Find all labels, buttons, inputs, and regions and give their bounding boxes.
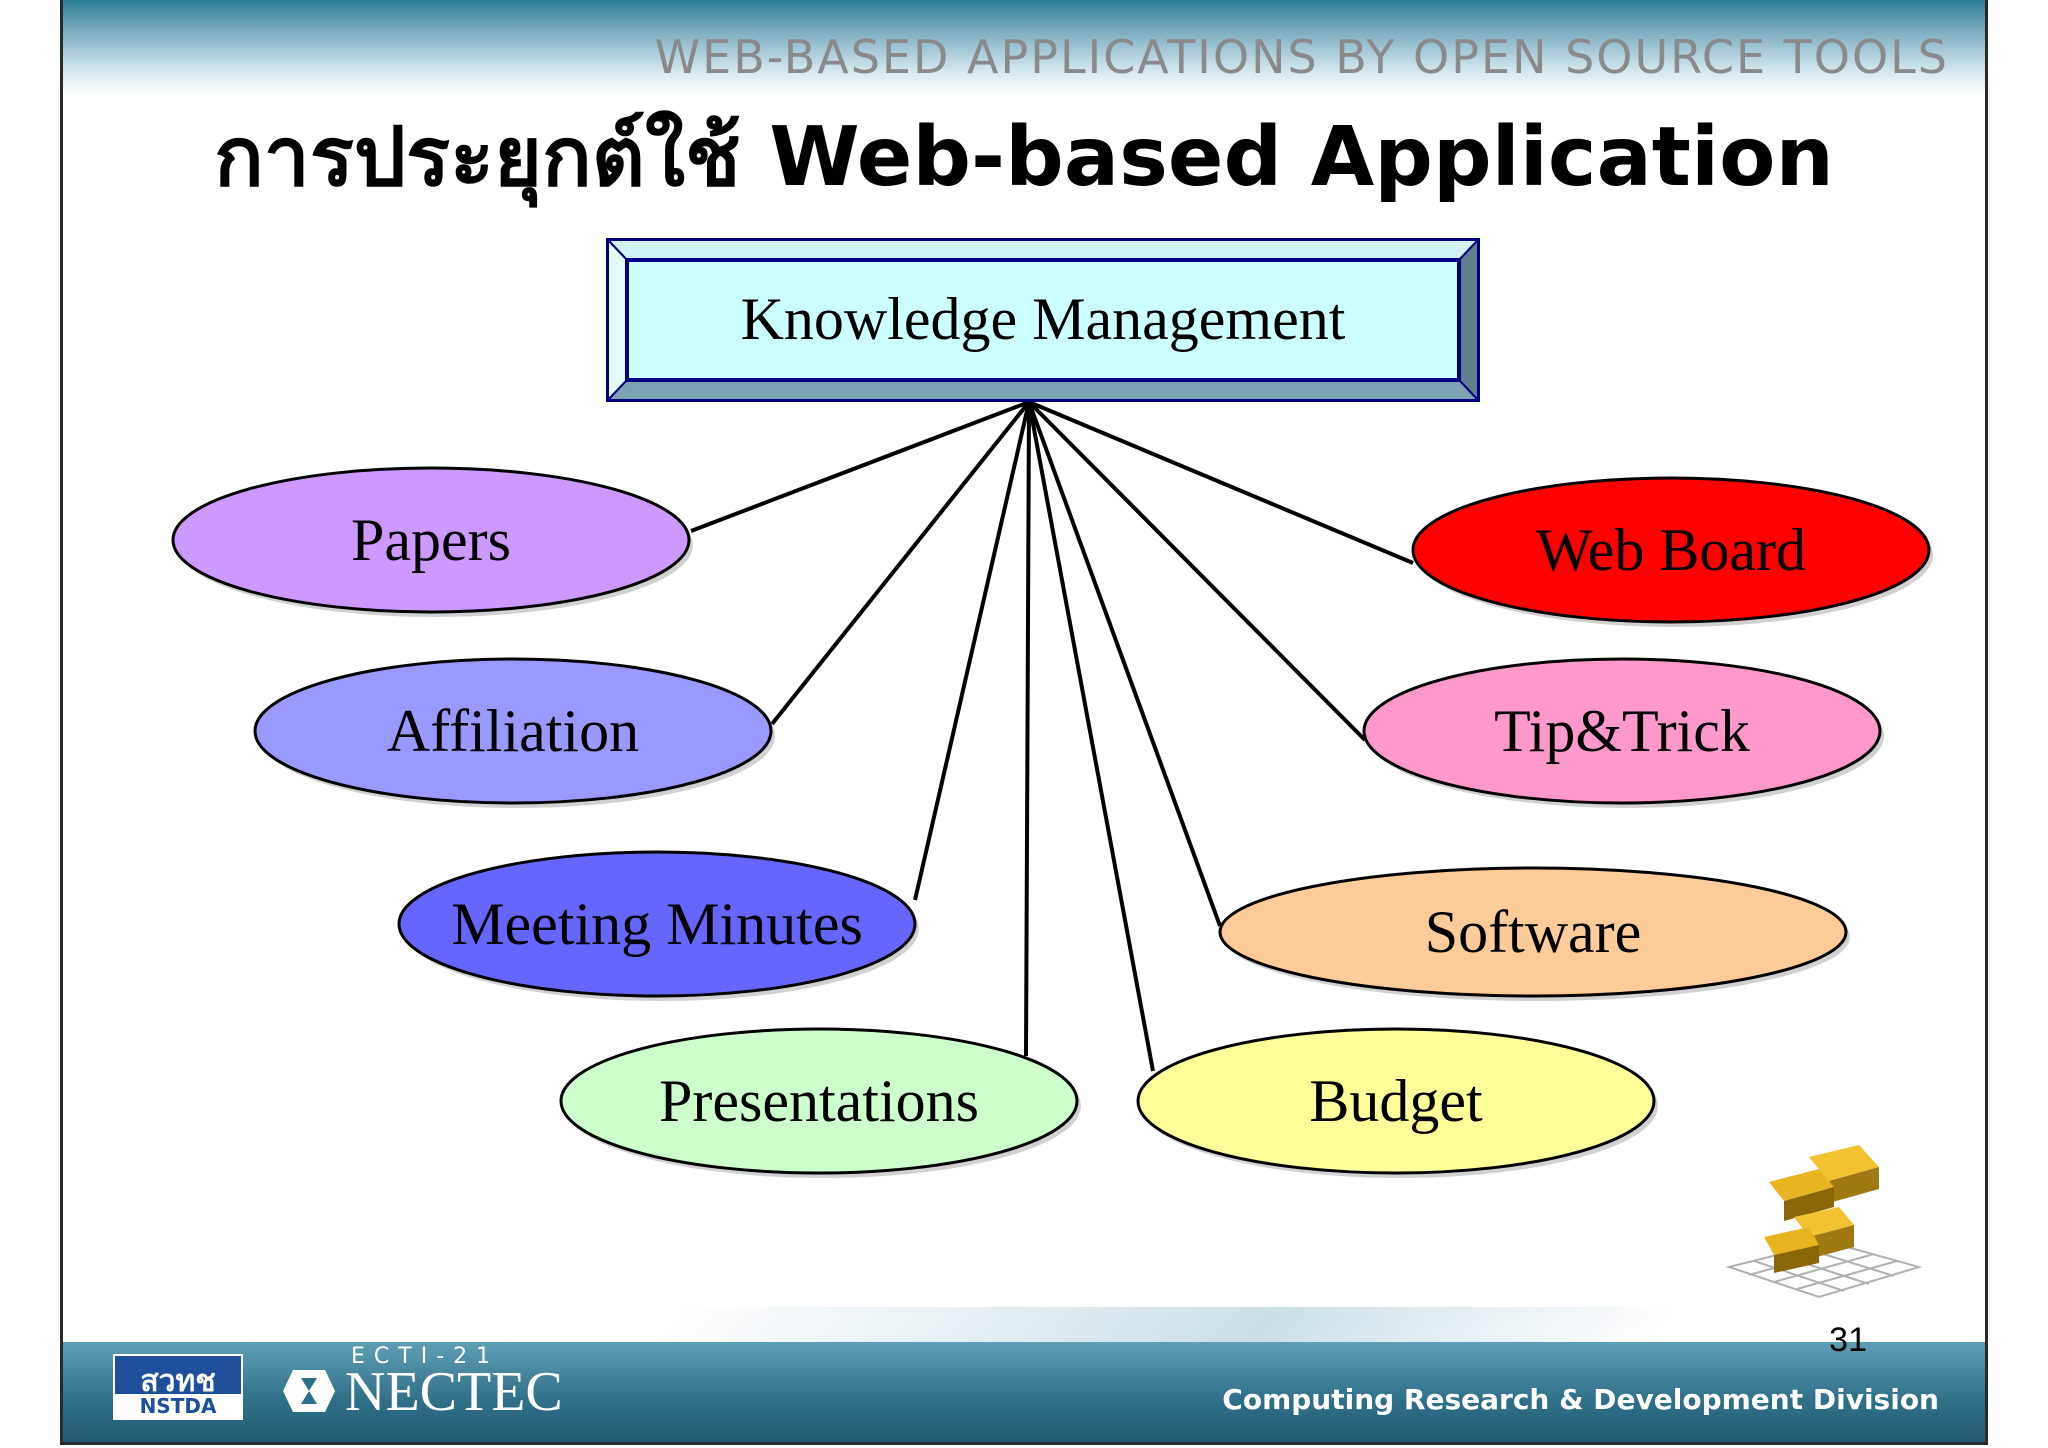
node-label: Budget xyxy=(1309,1068,1483,1134)
connector-line xyxy=(770,400,1031,726)
nstda-logo-text: NSTDA xyxy=(115,1394,241,1418)
node-ellipse xyxy=(1411,476,1931,624)
root-node: Knowledge Management xyxy=(605,237,1481,403)
node-ellipse xyxy=(1136,1027,1656,1175)
footer-division: Computing Research & Development Divisio… xyxy=(1222,1383,1939,1416)
nstda-logo: สวทช NSTDA xyxy=(113,1354,243,1420)
node: Web Board xyxy=(1411,476,1933,627)
connectors xyxy=(690,400,1414,1072)
footer-sheen xyxy=(646,1307,1680,1347)
slide: WEB-BASED APPLICATIONS BY OPEN SOURCE TO… xyxy=(60,0,1988,1445)
root-label: Knowledge Management xyxy=(741,286,1346,352)
node-label: Software xyxy=(1425,899,1642,965)
node: Affiliation xyxy=(253,657,775,808)
connector-line xyxy=(1027,400,1367,742)
node-ellipse xyxy=(253,657,773,805)
connector-line xyxy=(913,401,1031,901)
nectec-logo: ECTI-21 NECTEC xyxy=(283,1344,563,1420)
node-label: Tip&Trick xyxy=(1494,698,1750,764)
node-ellipse xyxy=(397,850,917,998)
page-title: การประยุกต์ใช้ Web-based Application xyxy=(214,110,1834,205)
node-label: Meeting Minutes xyxy=(451,891,863,957)
node: Tip&Trick xyxy=(1362,657,1884,808)
nectec-logo-small: ECTI-21 xyxy=(351,1344,500,1369)
node: Budget xyxy=(1136,1027,1658,1178)
corner-logo xyxy=(1709,1137,1929,1337)
header-tagline: WEB-BASED APPLICATIONS BY OPEN SOURCE TO… xyxy=(654,30,1949,84)
connector-line xyxy=(690,400,1030,533)
footer-band: สวทช NSTDA ECTI-21 NECTEC Computing Rese… xyxy=(63,1342,1985,1442)
nectec-mark-icon xyxy=(283,1370,335,1412)
node: Papers xyxy=(171,466,693,617)
nectec-logo-name: NECTEC xyxy=(345,1361,563,1423)
connector-line xyxy=(1027,401,1155,1072)
node-ellipse xyxy=(559,1027,1079,1175)
diagram: Knowledge Management PapersAffiliationMe… xyxy=(171,237,1933,1178)
node: Presentations xyxy=(559,1027,1081,1178)
node-label: Web Board xyxy=(1536,517,1806,583)
connector-line xyxy=(1027,401,1222,927)
node: Software xyxy=(1218,866,1850,1001)
node-ellipse xyxy=(1362,657,1882,805)
connector-line xyxy=(1024,401,1031,1057)
header-band xyxy=(63,0,1985,95)
node-ellipse xyxy=(171,466,691,614)
node-label: Papers xyxy=(351,507,511,573)
node-label: Affiliation xyxy=(387,698,639,764)
node-ellipse xyxy=(1218,866,1848,998)
node-label: Presentations xyxy=(659,1068,979,1134)
page-number: 31 xyxy=(1829,1321,1867,1359)
connector-line xyxy=(1028,400,1414,565)
root-box-face xyxy=(625,258,1461,382)
nstda-logo-thai: สวทช xyxy=(140,1364,216,1399)
node: Meeting Minutes xyxy=(397,850,919,1001)
